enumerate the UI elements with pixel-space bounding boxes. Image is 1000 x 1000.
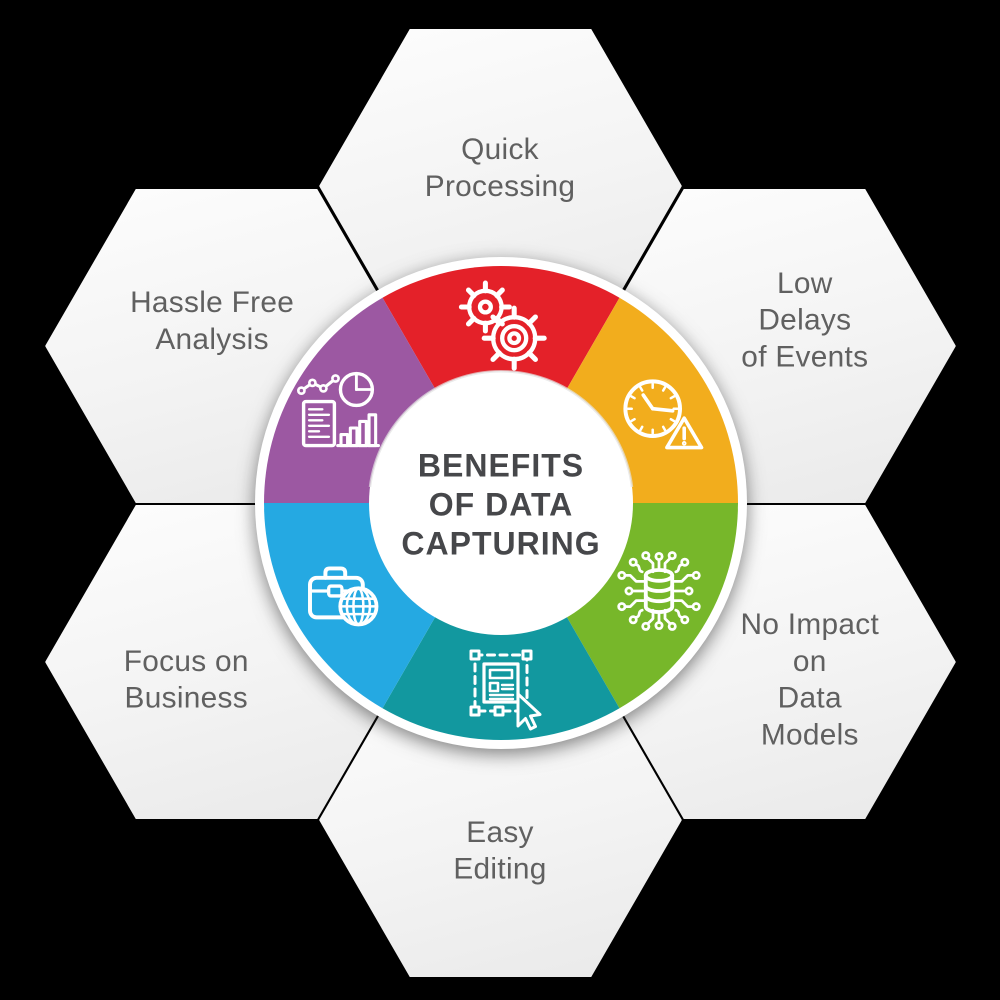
clock-warning-icon — [623, 379, 704, 450]
wheel-inner-circle — [369, 371, 633, 635]
label-low-delays-of-events: Low Delays of Events — [741, 266, 869, 374]
benefits-wheel — [255, 257, 747, 749]
document-select-cursor-icon — [469, 649, 542, 731]
label-hassle-free-analysis: Hassle Free Analysis — [130, 286, 295, 356]
database-circuit-icon — [617, 551, 701, 631]
label-focus-on-business: Focus on Business — [123, 645, 249, 715]
briefcase-globe-icon — [308, 566, 379, 627]
center-title: BENEFITS OF DATA CAPTURING — [401, 447, 601, 562]
analysis-charts-icon — [296, 371, 380, 448]
inner-circle-shading — [368, 369, 634, 488]
label-easy-editing: Easy Editing — [453, 816, 547, 886]
label-no-impact-on-data-models: No Impact on Data Models — [740, 608, 880, 752]
label-quick-processing: Quick Processing — [424, 133, 576, 203]
gears-icon — [458, 280, 547, 371]
